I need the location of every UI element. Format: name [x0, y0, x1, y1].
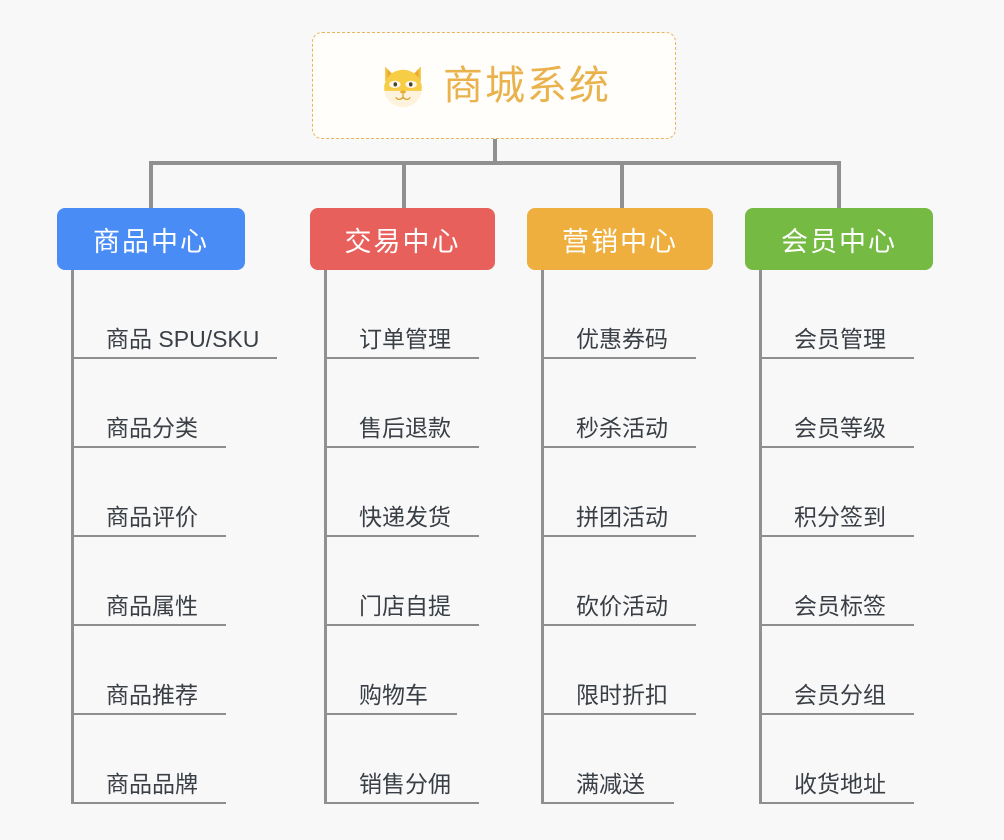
- branch-column-3: 营销中心 优惠券码 秒杀活动 拼团活动 砍价活动 限时折扣: [527, 208, 752, 804]
- leaf-item-rule: [544, 357, 696, 359]
- leaf-item-label: 拼团活动: [576, 503, 668, 530]
- leaf-item-label: 快递发货: [359, 503, 451, 530]
- branch-header-3[interactable]: 营销中心: [527, 208, 713, 270]
- leaf-item-rule: [327, 535, 479, 537]
- leaf-item-rule: [74, 535, 226, 537]
- leaf-item-label: 满减送: [576, 770, 645, 797]
- leaf-item-label: 商品品牌: [106, 770, 198, 797]
- leaf-item-label: 销售分佣: [359, 770, 451, 797]
- leaf-item[interactable]: 满减送: [544, 715, 752, 804]
- leaf-item-rule: [544, 624, 696, 626]
- leaf-item-label: 会员管理: [794, 325, 886, 352]
- leaf-item[interactable]: 订单管理: [327, 270, 540, 359]
- leaf-item-rule: [762, 713, 914, 715]
- leaf-item[interactable]: 会员管理: [762, 270, 980, 359]
- connector-drop-1: [149, 161, 153, 208]
- leaf-item-rule: [762, 802, 914, 804]
- leaf-item-label: 商品推荐: [106, 681, 198, 708]
- branch-leaf-list-2: 订单管理 售后退款 快递发货 门店自提 购物车 销售分佣: [324, 270, 540, 804]
- leaf-item[interactable]: 购物车: [327, 626, 540, 715]
- branch-header-2[interactable]: 交易中心: [310, 208, 495, 270]
- connector-drop-4: [837, 161, 841, 208]
- leaf-item-rule: [74, 802, 226, 804]
- leaf-item-label: 售后退款: [359, 414, 451, 441]
- leaf-item[interactable]: 砍价活动: [544, 537, 752, 626]
- leaf-item[interactable]: 商品品牌: [74, 715, 312, 804]
- leaf-item-rule: [544, 446, 696, 448]
- leaf-item-rule: [762, 624, 914, 626]
- leaf-item-rule: [544, 535, 696, 537]
- branch-column-2: 交易中心 订单管理 售后退款 快递发货 门店自提 购物车: [310, 208, 540, 804]
- leaf-item[interactable]: 商品属性: [74, 537, 312, 626]
- connector-trunk: [493, 139, 497, 163]
- leaf-item[interactable]: 售后退款: [327, 359, 540, 448]
- connector-horizontal-bus: [149, 161, 839, 165]
- leaf-item-rule: [74, 357, 277, 359]
- leaf-item-label: 门店自提: [359, 592, 451, 619]
- leaf-item-rule: [762, 446, 914, 448]
- leaf-item[interactable]: 商品 SPU/SKU: [74, 270, 312, 359]
- leaf-item[interactable]: 销售分佣: [327, 715, 540, 804]
- connector-drop-3: [620, 161, 624, 208]
- branch-column-4: 会员中心 会员管理 会员等级 积分签到 会员标签 会员分组: [745, 208, 980, 804]
- leaf-item[interactable]: 快递发货: [327, 448, 540, 537]
- leaf-item[interactable]: 门店自提: [327, 537, 540, 626]
- leaf-item[interactable]: 商品推荐: [74, 626, 312, 715]
- leaf-item[interactable]: 会员分组: [762, 626, 980, 715]
- leaf-item[interactable]: 商品评价: [74, 448, 312, 537]
- leaf-item[interactable]: 秒杀活动: [544, 359, 752, 448]
- leaf-item-label: 限时折扣: [576, 681, 668, 708]
- leaf-item[interactable]: 收货地址: [762, 715, 980, 804]
- leaf-item-label: 商品 SPU/SKU: [106, 325, 260, 352]
- leaf-item-rule: [327, 802, 479, 804]
- leaf-item-label: 订单管理: [359, 325, 451, 352]
- dog-face-icon: [384, 66, 422, 107]
- leaf-item-label: 积分签到: [794, 503, 886, 530]
- leaf-item-label: 会员分组: [794, 681, 886, 708]
- leaf-item-rule: [327, 624, 479, 626]
- branch-header-1[interactable]: 商品中心: [57, 208, 245, 270]
- leaf-item-rule: [74, 624, 226, 626]
- leaf-item-label: 商品属性: [106, 592, 198, 619]
- leaf-item-label: 优惠券码: [576, 325, 668, 352]
- root-node-shopping-mall-system[interactable]: 商城系统: [312, 32, 676, 139]
- leaf-item[interactable]: 限时折扣: [544, 626, 752, 715]
- connector-drop-2: [402, 161, 406, 208]
- leaf-item-rule: [74, 446, 226, 448]
- leaf-item-rule: [544, 713, 696, 715]
- leaf-item[interactable]: 优惠券码: [544, 270, 752, 359]
- leaf-item-rule: [327, 357, 479, 359]
- leaf-item-label: 购物车: [359, 681, 428, 708]
- leaf-item-label: 砍价活动: [576, 592, 668, 619]
- leaf-item-rule: [74, 713, 226, 715]
- branch-leaf-list-3: 优惠券码 秒杀活动 拼团活动 砍价活动 限时折扣 满减送: [541, 270, 752, 804]
- leaf-item-label: 收货地址: [794, 770, 886, 797]
- leaf-item[interactable]: 拼团活动: [544, 448, 752, 537]
- leaf-item-label: 秒杀活动: [576, 414, 668, 441]
- leaf-item-label: 商品分类: [106, 414, 198, 441]
- leaf-item[interactable]: 会员标签: [762, 537, 980, 626]
- leaf-item-rule: [762, 357, 914, 359]
- leaf-item[interactable]: 商品分类: [74, 359, 312, 448]
- leaf-item-label: 会员标签: [794, 592, 886, 619]
- branch-leaf-list-1: 商品 SPU/SKU 商品分类 商品评价 商品属性 商品推荐 商品品牌: [71, 270, 312, 804]
- leaf-item[interactable]: 会员等级: [762, 359, 980, 448]
- leaf-item-label: 商品评价: [106, 503, 198, 530]
- branch-leaf-list-4: 会员管理 会员等级 积分签到 会员标签 会员分组 收货地址: [759, 270, 980, 804]
- leaf-item-rule: [327, 446, 479, 448]
- branch-column-1: 商品中心 商品 SPU/SKU 商品分类 商品评价 商品属性 商品推荐: [57, 208, 312, 804]
- leaf-item-rule: [544, 802, 674, 804]
- root-node-title: 商城系统: [443, 63, 611, 108]
- leaf-item-label: 会员等级: [794, 414, 886, 441]
- leaf-item-rule: [327, 713, 457, 715]
- branch-header-4[interactable]: 会员中心: [745, 208, 933, 270]
- leaf-item-rule: [762, 535, 914, 537]
- leaf-item[interactable]: 积分签到: [762, 448, 980, 537]
